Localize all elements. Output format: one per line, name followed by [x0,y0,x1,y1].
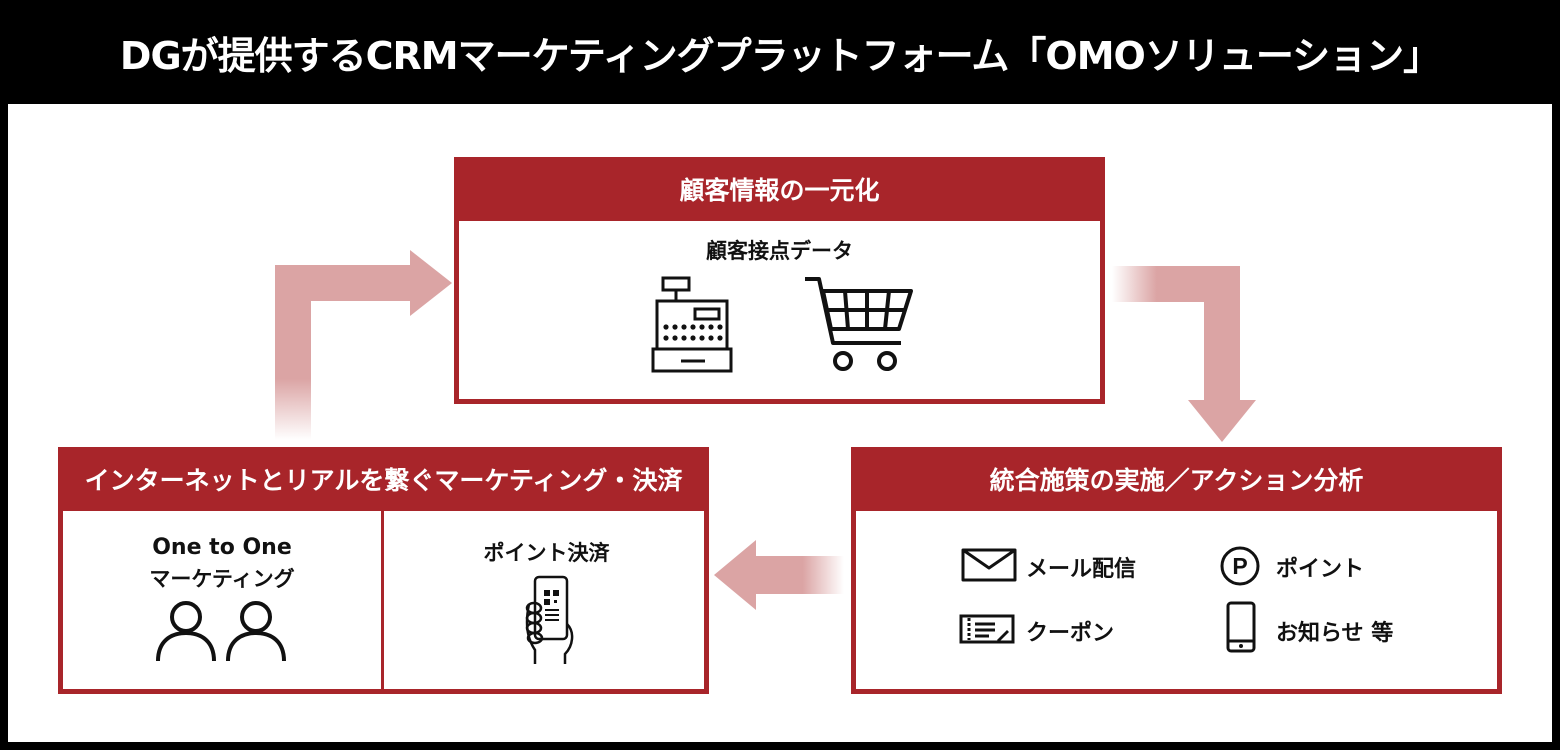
touchpoint-data-label: 顧客接点データ [706,239,853,263]
point-icon: P [1220,546,1260,586]
marketing-payment-body: One to One マーケティング ポイント決済 [63,511,704,689]
integrated-actions-body: メール配信 P ポイント クーポン お知らせ 等 [856,511,1497,689]
notice-label: お知らせ 等 [1276,621,1394,646]
point-payment-label: ポイント決済 [483,541,610,565]
smartphone-icon [1226,601,1256,653]
integrated-actions-box: 統合施策の実施／アクション分析 メール配信 P ポイント [851,447,1502,694]
coupon-icon [959,614,1015,644]
arrow-left-to-top [275,250,452,440]
marketing-payment-header: インターネットとリアルを繋ぐマーケティング・決済 [84,466,683,495]
coupon-label: クーポン [1026,621,1115,646]
marketing-payment-box: インターネットとリアルを繋ぐマーケティング・決済 One to One マーケテ… [58,447,709,694]
customer-data-header: 顧客情報の一元化 [679,176,880,205]
mail-icon [961,548,1017,582]
arrow-top-to-right [1112,266,1256,442]
svg-text:P: P [1232,553,1247,579]
one-to-one-line2: マーケティング [149,567,295,591]
integrated-actions-header: 統合施策の実施／アクション分析 [989,466,1364,495]
qr-payment-icon [525,575,574,664]
customer-data-box: 顧客情報の一元化 顧客接点データ [454,157,1105,404]
mail-delivery-label: メール配信 [1026,557,1137,582]
column-divider [381,511,384,689]
customer-data-body: 顧客接点データ [459,221,1100,399]
one-to-one-line1: One to One [152,535,292,560]
arrow-right-to-left [714,540,844,610]
shopping-cart-icon [805,277,913,371]
point-label: ポイント [1276,557,1365,582]
cash-register-icon [651,276,733,373]
page-title: DGが提供するCRMマーケティングプラットフォーム「OMOソリューション」 [0,0,1560,104]
people-icon [156,601,286,662]
